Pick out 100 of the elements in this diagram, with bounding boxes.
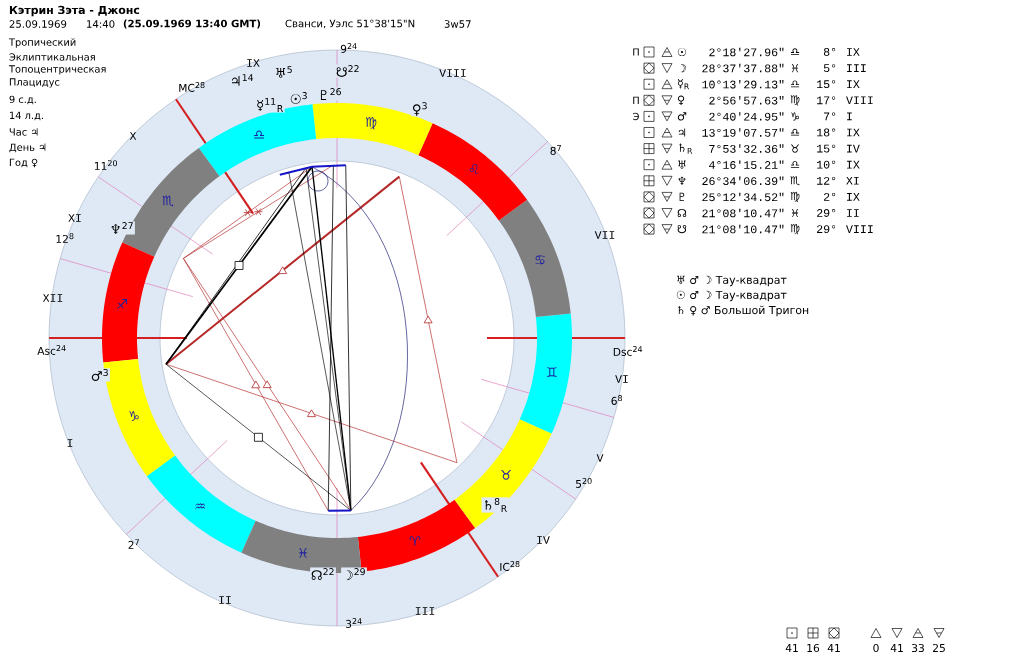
cusp-label: 8$^{7}$ — [550, 145, 561, 155]
table-cell: IX — [847, 193, 860, 201]
setting-text: Плацидус — [9, 78, 60, 88]
table-cell: IX — [847, 48, 860, 56]
table-cell: IX — [847, 80, 860, 88]
table-cell: ☿$_{R}$ — [677, 79, 690, 90]
table-cell: ♑ — [791, 112, 799, 121]
header-text: 14:40 — [87, 20, 115, 28]
count-number: 0 — [873, 643, 879, 653]
house-number: VIII — [439, 69, 466, 77]
count-number: 25 — [933, 643, 945, 653]
table-cell: 26°34'06.39" — [702, 176, 784, 186]
table-cell: ♓ — [791, 64, 799, 73]
planet-label: ☉$^{3}$ — [289, 91, 309, 105]
table-cell: 29° — [817, 225, 836, 234]
setting-text: Год ♀ — [9, 158, 38, 168]
table-cell: 28°37'37.88" — [702, 63, 784, 73]
table-cell: ☊ — [677, 208, 687, 218]
setting-text: День ♃ — [9, 143, 46, 153]
cusp-label: 5$^{20}$ — [576, 478, 592, 488]
house-number: XI — [68, 214, 81, 222]
zodiac-segment: ♐ — [102, 242, 155, 363]
header-text: 25.09.1969 — [9, 20, 67, 28]
table-cell: 13°19'07.57" — [702, 128, 784, 137]
table-cell: 12° — [817, 176, 836, 185]
table-cell: 15° — [817, 80, 836, 89]
table-cell: ♎ — [790, 161, 800, 168]
house-number: VI — [615, 375, 628, 383]
house-number: VII — [594, 231, 615, 239]
table-cell: ♆ — [678, 176, 686, 185]
table-cell: ☽ — [680, 64, 687, 73]
table-cell: 2°40'24.95" — [709, 112, 784, 121]
chart-title: Кэтрин Зэта - Джонс — [9, 5, 140, 17]
setting-text: Эклиптикальная — [9, 53, 95, 61]
table-cell: П — [633, 96, 639, 104]
table-cell: ♇ — [679, 192, 685, 201]
table-cell: ♃ — [678, 128, 686, 137]
table-cell: Э — [633, 112, 639, 121]
planet-label: ♂$^{3}$ — [90, 368, 110, 382]
zodiac-segment: ♊ — [519, 313, 572, 434]
table-cell: 18° — [817, 128, 836, 137]
table-cell: 2° — [823, 193, 836, 201]
table-cell: II — [847, 209, 859, 217]
header-text: (25.09.1969 13:40 GMT) — [123, 19, 261, 29]
house-number: III — [415, 607, 435, 615]
house-number: IX — [247, 59, 260, 67]
cusp-label: IC$^{28}$ — [500, 561, 520, 571]
setting-text: 9 с.д. — [9, 95, 36, 105]
cusp-label: Dsc$^{24}$ — [613, 346, 643, 356]
table-cell: IX — [847, 160, 860, 169]
table-cell: 29° — [817, 209, 836, 217]
count-number: 41 — [890, 644, 903, 652]
table-cell: ♓ — [791, 208, 799, 218]
planet-label: ☋$^{22}$ — [335, 64, 361, 78]
table-cell: I — [847, 112, 852, 121]
cusp-label: Asc$^{24}$ — [37, 345, 66, 355]
table-cell: ♍ — [790, 95, 800, 106]
table-cell: 10° — [817, 160, 836, 169]
header-text: 3w57 — [444, 20, 471, 28]
table-cell: 21°08'10.47" — [702, 208, 784, 218]
count-number: 16 — [807, 643, 820, 653]
planet-label: ☊$^{22}$ — [310, 567, 336, 581]
planet-label: ☽$^{29}$ — [341, 567, 367, 581]
count-number: 41 — [827, 644, 840, 652]
table-cell: ♍ — [790, 224, 800, 235]
table-cell: 5° — [823, 64, 836, 73]
planet-label: ☿$^{11}$R — [255, 97, 285, 113]
zodiac-segment: ♋ — [498, 199, 571, 318]
table-cell: 2°56'57.63" — [709, 96, 784, 105]
table-cell: ♎ — [790, 48, 800, 56]
table-cell: 10°13'29.13" — [702, 79, 784, 89]
house-number: I — [67, 439, 73, 447]
count-number: 33 — [912, 643, 924, 653]
table-cell: 4°16'15.21" — [709, 160, 784, 169]
table-cell: 17° — [817, 96, 836, 105]
setting-text: Час ♃ — [9, 128, 38, 136]
aspect-pattern-text: ☉ ♂ ☽ Тау-квадрат — [676, 290, 787, 302]
setting-text: Топоцентрическая — [8, 65, 106, 75]
setting-text: Тропический — [8, 38, 76, 48]
house-number: V — [596, 454, 604, 462]
table-cell: 8° — [823, 48, 836, 56]
table-cell: 21°08'10.47" — [702, 224, 784, 234]
table-cell: ♍ — [790, 191, 800, 202]
table-cell: ♉ — [791, 144, 800, 153]
cusp-label: MC$^{28}$ — [179, 82, 205, 92]
table-cell: ☉ — [677, 47, 687, 57]
house-number: II — [219, 596, 231, 604]
table-cell: VIII — [846, 225, 873, 233]
table-cell: IV — [847, 144, 860, 153]
table-cell: 2°18'27.96" — [709, 47, 784, 57]
table-cell: VIII — [846, 96, 873, 105]
aspect-pattern-text: ♅ ♂ ☽ Тау-квадрат — [677, 275, 787, 287]
table-cell: 15° — [817, 144, 836, 153]
cusp-label: 9$^{24}$ — [340, 43, 357, 53]
table-cell: III — [847, 64, 866, 72]
table-cell: ☋ — [677, 225, 687, 234]
cusp-label: 12$^{8}$ — [56, 233, 74, 243]
house-number: XII — [42, 294, 63, 302]
cusp-label: 3$^{24}$ — [346, 618, 362, 628]
table-cell: XI — [846, 176, 859, 185]
